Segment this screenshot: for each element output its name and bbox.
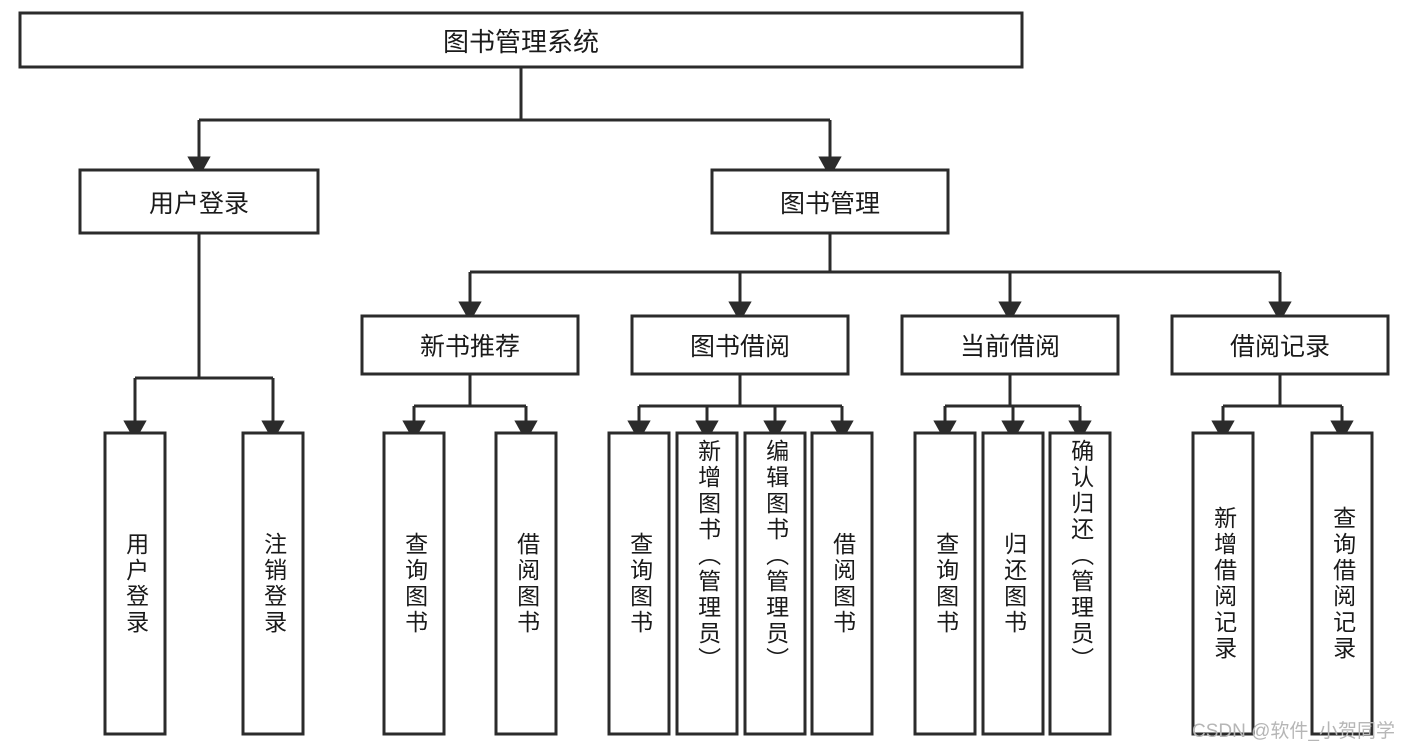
edge-newbook-to-leaves: [402, 374, 538, 442]
node-leaf-edit-book[interactable]: [743, 431, 807, 736]
node-book-borrow[interactable]: [630, 314, 850, 376]
edge-bookmanage-to-level3: [458, 233, 1292, 323]
node-leaf-logout[interactable]: [241, 431, 305, 736]
node-book-manage[interactable]: [710, 168, 950, 235]
edge-bookborrow-to-leaves: [627, 374, 854, 442]
node-borrow-record[interactable]: [1170, 314, 1390, 376]
edge-root-to-level2: [187, 67, 842, 178]
node-root[interactable]: [18, 11, 1024, 69]
node-leaf-borrow-book-2[interactable]: [810, 431, 874, 736]
node-leaf-query-book-2[interactable]: [607, 431, 671, 736]
node-leaf-query-book-1[interactable]: [382, 431, 446, 736]
edge-currentborrow-to-leaves: [933, 374, 1092, 442]
node-leaf-user-login[interactable]: [103, 431, 167, 736]
node-user-login[interactable]: [78, 168, 320, 235]
node-leaf-query-record[interactable]: [1310, 431, 1374, 736]
edge-userlogin-to-leaves: [123, 233, 285, 442]
node-new-book-recommend[interactable]: [360, 314, 580, 376]
node-leaf-borrow-book-1[interactable]: [494, 431, 558, 736]
node-leaf-confirm-return[interactable]: [1048, 431, 1112, 736]
node-current-borrow[interactable]: [900, 314, 1120, 376]
node-leaf-add-record[interactable]: [1191, 431, 1255, 736]
edge-borrowrecord-to-leaves: [1211, 374, 1354, 442]
node-leaf-query-book-3[interactable]: [913, 431, 977, 736]
node-leaf-return-book[interactable]: [981, 431, 1045, 736]
node-leaf-add-book[interactable]: [675, 431, 739, 736]
